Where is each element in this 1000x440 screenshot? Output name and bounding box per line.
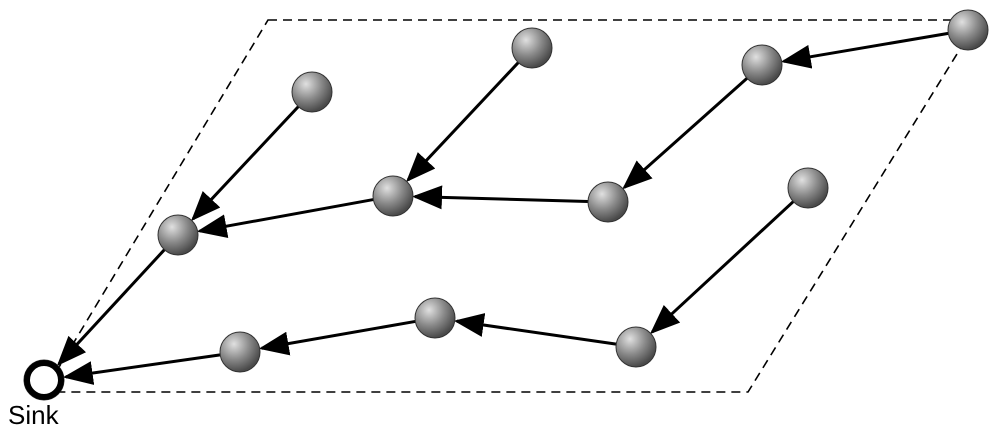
edge-n12-to-sink (62, 353, 221, 385)
sensor-node-n10 (615, 326, 657, 368)
sink-label: Sink (8, 400, 59, 430)
sensor-node-n5 (372, 175, 414, 217)
edge-n7-to-sink (56, 248, 166, 367)
edge-n4-to-n5 (406, 61, 520, 183)
edge-n6-to-n7 (190, 105, 300, 222)
edges (56, 31, 949, 385)
sink-node (24, 360, 64, 400)
edge-n11-to-n12 (258, 319, 416, 356)
sensor-node-n6 (291, 71, 333, 113)
nodes (23, 9, 989, 401)
edge-n5-to-n7 (196, 198, 374, 239)
edge-n10-to-n11 (453, 313, 617, 346)
sensor-node-n4 (511, 27, 553, 69)
sensor-node-n2 (741, 44, 783, 86)
sensor-node-n9 (787, 167, 829, 209)
edge-n9-to-n10 (649, 200, 795, 335)
sensor-node-n12 (219, 331, 261, 373)
sensor-node-n7 (157, 214, 199, 256)
deployment-area-boundary (42, 19, 980, 393)
sensor-node-n1 (947, 9, 989, 51)
edge-n1-to-n2 (780, 31, 949, 69)
edge-n3-to-n5 (411, 185, 589, 210)
sensor-node-n11 (414, 297, 456, 339)
edge-n2-to-n3 (622, 77, 749, 190)
sensor-node-n3 (587, 181, 629, 223)
